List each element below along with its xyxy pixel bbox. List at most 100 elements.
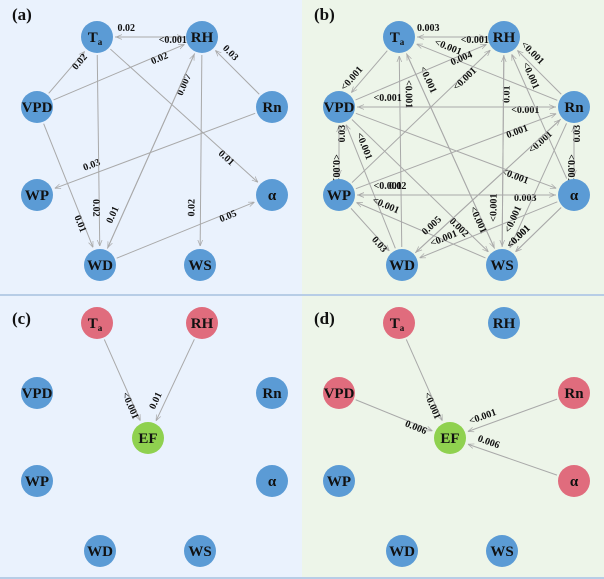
- edge-WD-Ta: [399, 56, 403, 248]
- node-rn: Rn: [256, 91, 288, 123]
- edge-label: 0.03: [572, 125, 583, 143]
- edge-label: <0.001: [374, 93, 402, 104]
- edge-label: 0.02: [117, 23, 135, 34]
- edge-label: <0.001: [370, 195, 400, 216]
- node-rn: Rn: [558, 377, 590, 409]
- edge-Rn-Ta: [417, 43, 558, 101]
- edge-label: 0.02: [389, 181, 407, 192]
- edge-Ta-alpha: [110, 48, 258, 182]
- panel-label-d: (d): [314, 309, 335, 328]
- edge-label: 0.01: [216, 148, 236, 168]
- node-circle: [84, 249, 116, 281]
- node-circle: [184, 535, 216, 567]
- edge-label: 0.02: [149, 50, 169, 67]
- node-circle: [323, 179, 355, 211]
- edge-WD-alpha: [116, 201, 255, 259]
- edge-label: 0.05: [218, 208, 238, 225]
- edge-label: <0.001: [461, 35, 489, 46]
- edge-RH-EF: [155, 339, 195, 421]
- node-circle: [558, 179, 590, 211]
- node-circle: [81, 307, 113, 339]
- network-graph-b: (b)0.003<0.001<0.001<0.001<0.001<0.0010.…: [314, 5, 590, 281]
- node-circle: [21, 179, 53, 211]
- edge-Ta-WD: [96, 54, 100, 246]
- node-circle: [84, 535, 116, 567]
- node-label: WP: [25, 188, 49, 204]
- node-vpd: VPD: [323, 377, 355, 409]
- edge-Rn-WP: [55, 112, 256, 188]
- node-label: Rn: [564, 100, 584, 116]
- node-label: RH: [191, 30, 214, 46]
- bottom-border: [0, 577, 604, 579]
- edge-VPD-RH: [53, 43, 185, 101]
- node-circle: [323, 377, 355, 409]
- node-label: WD: [389, 258, 415, 274]
- node-circle: [488, 21, 520, 53]
- edge-RH-WS2: [502, 54, 504, 246]
- node-circle: [256, 179, 288, 211]
- node-label: RH: [493, 30, 516, 46]
- node-label: VPD: [324, 100, 355, 116]
- node-ta: Ta: [383, 307, 415, 339]
- edge-label: <0.001: [421, 391, 442, 421]
- node-label: WD: [87, 258, 113, 274]
- node-label: RH: [493, 316, 516, 332]
- edge-WS-WP: [356, 202, 486, 259]
- node-rn: Rn: [256, 377, 288, 409]
- node-wp: WP: [21, 179, 53, 211]
- edge-label: <0.001: [488, 194, 499, 222]
- edge-label: <0.001: [451, 65, 479, 92]
- panel-label-c: (c): [12, 309, 31, 328]
- node-label: α: [268, 188, 277, 204]
- edges: 0.003<0.001<0.001<0.001<0.001<0.0010.004…: [330, 23, 583, 259]
- edge-Rn-RH: [517, 50, 562, 95]
- edge-label: <0.001: [159, 35, 187, 46]
- node-wd: WD: [84, 249, 116, 281]
- edge-label: 0.006: [403, 419, 428, 438]
- panel-divider: [0, 294, 604, 296]
- node-label: WS: [490, 258, 513, 274]
- edge-label: 0.001: [505, 123, 530, 141]
- edge-RH-WS: [200, 54, 202, 246]
- node-circle: [558, 91, 590, 123]
- node-ef: EF: [434, 422, 466, 454]
- edge-WP-WD: [350, 208, 389, 250]
- node-alpha: α: [558, 179, 590, 211]
- node-circle: [383, 21, 415, 53]
- edge-VPD-RH: [355, 43, 487, 101]
- edge-label: 0.02: [186, 199, 197, 217]
- node-wd: WD: [386, 535, 418, 567]
- edge-WP-RH: [351, 50, 490, 183]
- node-rh: RH: [186, 21, 218, 53]
- node-label: WS: [490, 544, 513, 560]
- node-vpd: VPD: [21, 91, 53, 123]
- node-label: WP: [25, 474, 49, 490]
- node-circle: [256, 465, 288, 497]
- node-wd: WD: [84, 535, 116, 567]
- node-alpha: α: [558, 465, 590, 497]
- edge-label: <0.001: [339, 64, 366, 93]
- edge-label: 0.03: [337, 125, 348, 143]
- node-circle: [323, 465, 355, 497]
- node-label: Rn: [262, 100, 282, 116]
- node-circle: [21, 465, 53, 497]
- edge-label: 0.02: [90, 199, 101, 217]
- edge-alpha-WD: [420, 201, 558, 259]
- node-label: VPD: [22, 100, 53, 116]
- node-ta: Ta: [81, 307, 113, 339]
- node-circle: [488, 307, 520, 339]
- edge-Rn-EF: [468, 398, 558, 431]
- node-label: Rn: [564, 386, 584, 402]
- node-circle: [186, 21, 218, 53]
- edge-label: 0.02: [70, 52, 90, 72]
- edge-Rn-WS: [509, 123, 567, 247]
- node-label: α: [268, 474, 277, 490]
- node-circle: [434, 422, 466, 454]
- edge-label: <0.001: [353, 131, 374, 161]
- node-wp: WP: [323, 465, 355, 497]
- edge-label: 0.01: [501, 85, 512, 103]
